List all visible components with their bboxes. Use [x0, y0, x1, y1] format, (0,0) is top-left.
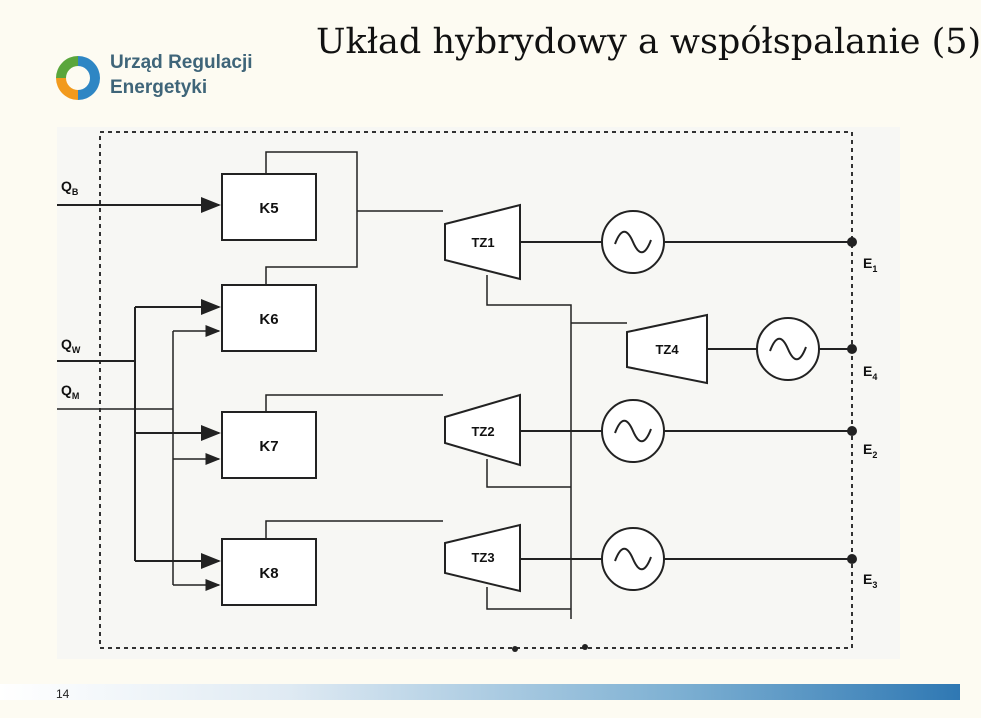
sine-wave-icon: [614, 547, 652, 571]
boiler-k5: [221, 173, 317, 241]
page-number: 14: [56, 687, 70, 701]
label-k8: K8: [259, 565, 278, 582]
logo-arc-green: [56, 56, 78, 78]
logo-arc-blue: [78, 56, 100, 78]
logo-line-1: Urząd Regulacji: [110, 52, 253, 73]
label-qw: QW: [61, 336, 81, 355]
sine-wave-icon: [614, 419, 652, 443]
turbine-tz2: [444, 393, 521, 467]
label-e2: E2: [863, 441, 877, 460]
turbine-tz3: [444, 523, 521, 593]
system-boundary: [99, 131, 853, 649]
label-k7: K7: [259, 438, 278, 455]
label-tz3: TZ3: [471, 550, 494, 565]
boiler-k6: [221, 284, 317, 352]
label-e3: E3: [863, 571, 877, 590]
logo-line-2: Energetyki: [110, 77, 208, 98]
page-title: Układ hybrydowy a współspalanie (5): [316, 22, 981, 62]
label-k5: K5: [259, 200, 278, 217]
logo-arc-orange: [56, 78, 78, 100]
turbine-tz1: [444, 203, 521, 281]
label-qm: QM: [61, 382, 79, 401]
label-e1: E1: [863, 255, 877, 274]
diagram-area: QB QW QM K5 K6 K7 K8 TZ1 TZ4 TZ2 TZ3 E1 …: [57, 127, 900, 659]
turbine-tz4: [626, 313, 708, 385]
label-tz1: TZ1: [471, 235, 494, 250]
logo-arc-blue-2: [78, 78, 100, 100]
label-e4: E4: [863, 363, 877, 382]
label-qb: QB: [61, 178, 79, 197]
footer-bar: [0, 684, 960, 700]
label-k6: K6: [259, 311, 278, 328]
hybrid-system-diagram: QB QW QM K5 K6 K7 K8 TZ1 TZ4 TZ2 TZ3 E1 …: [57, 131, 877, 652]
logo-text: Urząd Regulacji Energetyki: [110, 50, 253, 100]
boiler-k8: [221, 538, 317, 606]
label-tz4: TZ4: [655, 342, 679, 357]
label-tz2: TZ2: [471, 424, 494, 439]
sine-wave-icon: [614, 230, 652, 254]
ure-logo: [56, 56, 100, 100]
sine-wave-icon: [769, 337, 807, 361]
boiler-k7: [221, 411, 317, 479]
